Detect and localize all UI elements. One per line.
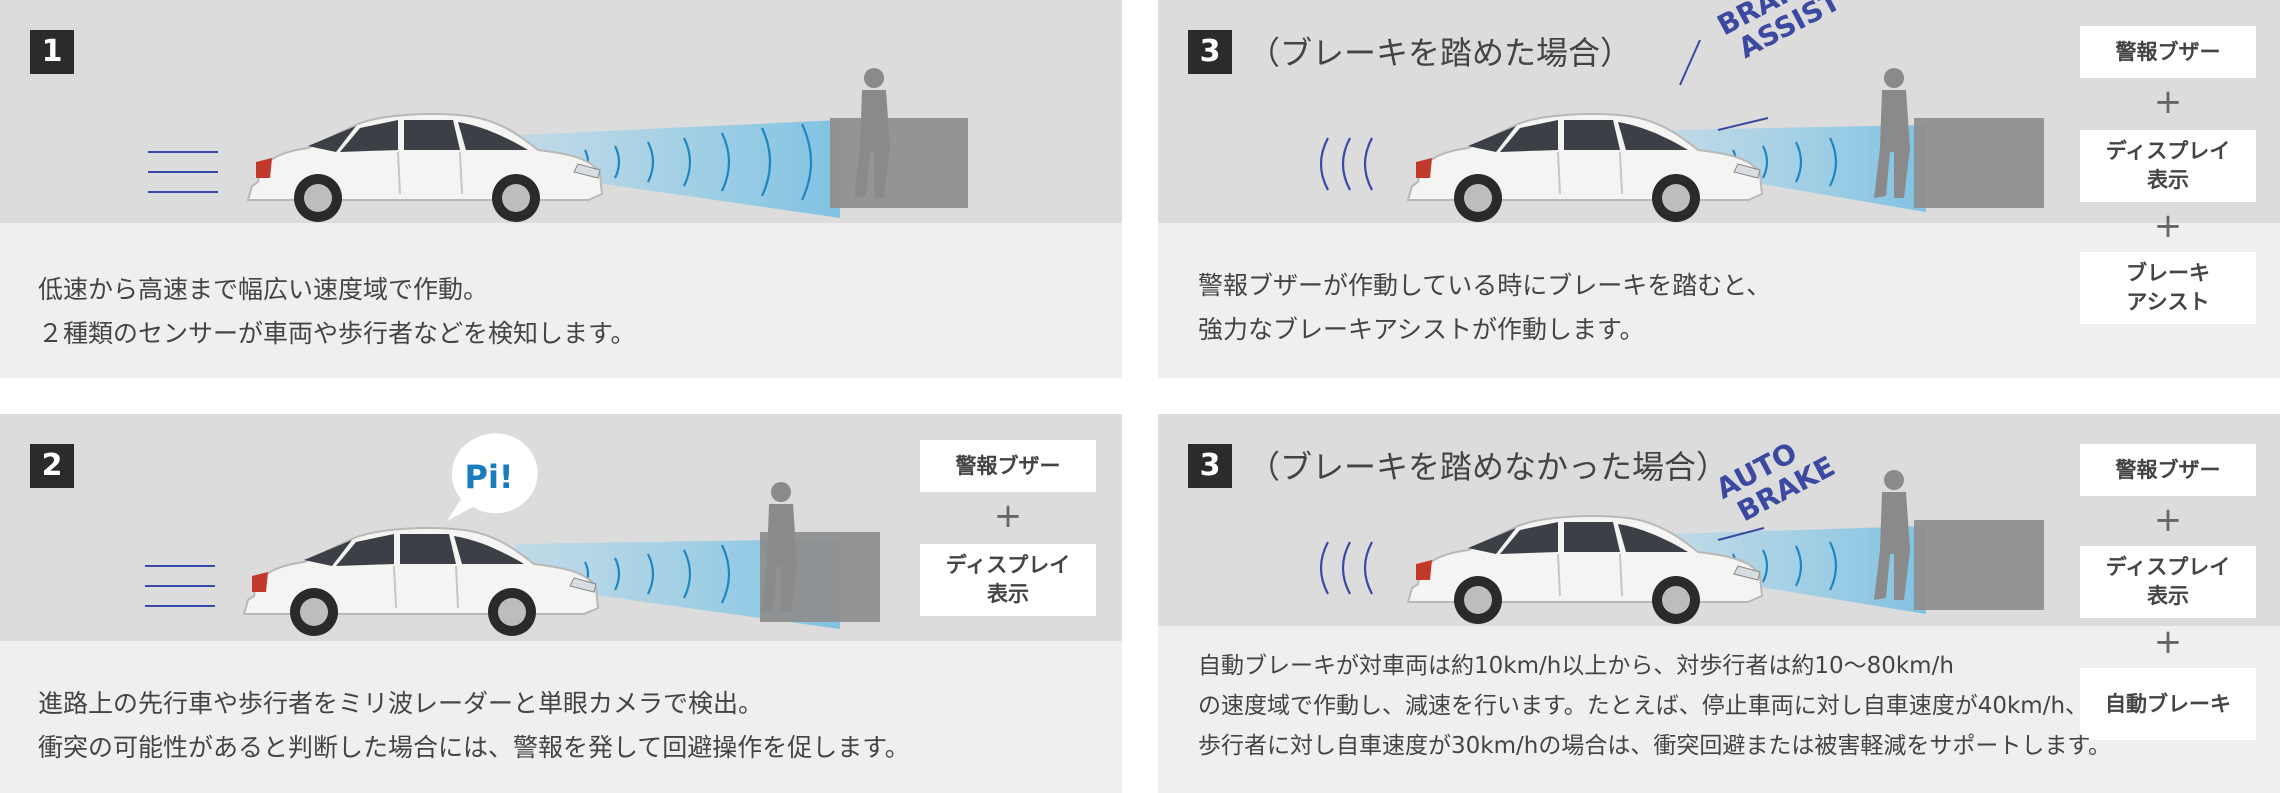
step-panel-3-auto-brake: 3 （ブレーキを踏めなかった場合） AUTO BRAKE 警報ブザー + ディス… — [1158, 414, 2280, 793]
description: 警報ブザーが作動している時にブレーキを踏むと、 強力なブレーキアシストが作動しま… — [1198, 271, 1772, 344]
vehicle-ahead — [830, 118, 968, 208]
step-panel-1: 1 低速から高速まで幅広い速度域で作動。 ２種類のセンサーが車両や歩行者などを検… — [0, 0, 1122, 378]
own-car — [247, 113, 603, 223]
stamp-stroke — [1717, 117, 1769, 131]
badge-display: ディスプレイ 表示 — [920, 544, 1096, 616]
scene-illustration — [1319, 39, 2044, 223]
description: 自動ブレーキが対車両は約10km/h以上から、対歩行者は約10～80km/h の… — [1198, 653, 2112, 759]
plus-sign: + — [2153, 206, 2183, 246]
step-number: 3 — [1188, 30, 1232, 74]
badge-brake-assist: ブレーキ アシスト — [2080, 252, 2256, 324]
scene-illustration — [145, 433, 880, 637]
badge-display: ディスプレイ 表示 — [2080, 546, 2256, 618]
plus-sign: + — [2153, 500, 2183, 540]
stamp-stroke — [1717, 527, 1765, 541]
badge-alarm-buzzer: 警報ブザー — [920, 440, 1096, 492]
step-number: 3 — [1188, 444, 1232, 488]
badge-alarm-buzzer: 警報ブザー — [2080, 444, 2256, 496]
stamp-stroke — [1679, 39, 1701, 86]
plus-sign: + — [2153, 622, 2183, 662]
speech-bubble — [447, 433, 538, 521]
scene-illustration — [148, 68, 968, 223]
step-panel-3-brake-assist: 3 （ブレーキを踏めた場合） BRAKE ASSIST 警報ブザー + ディスプ… — [1158, 0, 2280, 378]
motion-lines — [148, 151, 218, 193]
step-panel-2: 2 Pi! 警報ブザー + ディスプレイ 表示 進路上の先行車や歩行者をミリ波レ… — [0, 414, 1122, 793]
plus-sign: + — [2153, 82, 2183, 122]
sensor-beam — [520, 120, 840, 218]
description: 進路上の先行車や歩行者をミリ波レーダーと単眼カメラで検出。 衝突の可能性があると… — [38, 689, 910, 762]
panel-heading: （ブレーキを踏めなかった場合） — [1248, 448, 1729, 486]
scene-illustration — [1319, 470, 2044, 625]
badge-display: ディスプレイ 表示 — [2080, 130, 2256, 202]
badge-auto-brake: 自動ブレーキ — [2080, 668, 2256, 740]
beep-text: Pi! — [464, 458, 514, 496]
badge-alarm-buzzer: 警報ブザー — [2080, 26, 2256, 78]
step-number: 1 — [30, 30, 74, 74]
plus-sign: + — [993, 496, 1023, 536]
panel-heading: （ブレーキを踏めた場合） — [1248, 34, 1633, 72]
step-number: 2 — [30, 444, 74, 488]
description: 低速から高速まで幅広い速度域で作動。 ２種類のセンサーが車両や歩行者などを検知し… — [38, 275, 636, 348]
